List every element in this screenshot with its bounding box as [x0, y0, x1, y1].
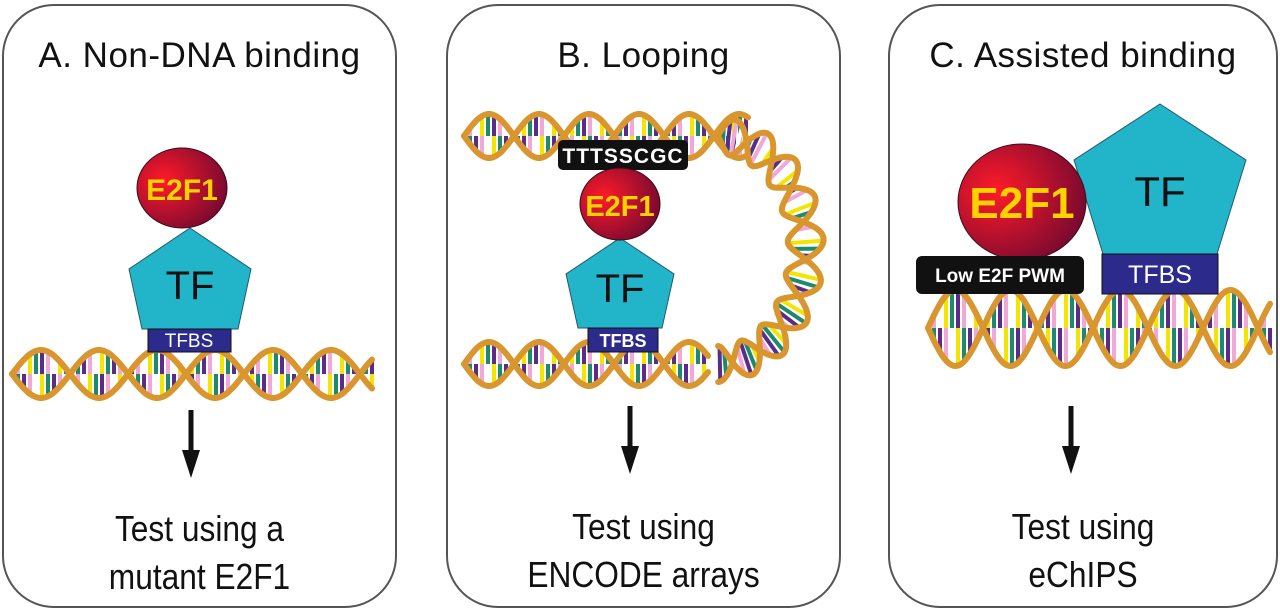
- e2f1-label: E2F1: [146, 174, 218, 207]
- pwm-box: [916, 256, 1084, 294]
- base-pair: [738, 340, 754, 376]
- base-pair: [775, 301, 808, 325]
- tfbs-label: TFBS: [600, 331, 647, 351]
- base-pair: [760, 323, 787, 354]
- panel-title: A. Non-DNA binding: [38, 36, 361, 75]
- dna-helix: [9, 347, 375, 401]
- dna-backbone: [9, 347, 375, 401]
- dna-strand: [925, 286, 1273, 370]
- base-pair: [753, 137, 774, 168]
- base-pair: [785, 275, 819, 290]
- panel-title: C. Assisted binding: [929, 36, 1237, 75]
- e2f1-label: E2F1: [585, 191, 654, 223]
- base-pair: [742, 340, 759, 372]
- tf-label: TF: [166, 264, 215, 308]
- protein-diagram: TF TFBS E2F1: [128, 147, 252, 353]
- tfbs-box: [1101, 253, 1219, 295]
- dna-strand: [9, 347, 375, 401]
- protein-diagram: TF TFBS E2F1 Low E2F PWM: [916, 103, 1247, 295]
- tf-label: TF: [1134, 168, 1185, 215]
- motif-label: TTTSSCGC: [562, 145, 683, 168]
- tfbs-box: [587, 327, 659, 353]
- base-pair: [768, 160, 799, 188]
- panel-title: B. Looping: [557, 36, 730, 75]
- dna-helix: [925, 286, 1273, 370]
- dna-backbone: [715, 116, 827, 379]
- motif-box: [558, 140, 688, 170]
- dna-backbone: [9, 347, 375, 401]
- footer-line-1: Test using a: [114, 508, 285, 549]
- footer-line-1: Test using: [572, 506, 715, 547]
- base-pair: [748, 132, 769, 166]
- protein-diagram: TTTSSCGC TF TFBS E2F1: [558, 140, 688, 353]
- base-pair: [728, 119, 739, 156]
- tf-label: TF: [596, 267, 645, 311]
- tfbs-label: TFBS: [1128, 261, 1192, 289]
- base-pair: [787, 238, 824, 246]
- footer-line-2: eChIPS: [1028, 554, 1138, 595]
- pwm-label: Low E2F PWM: [935, 266, 1065, 287]
- panel-b-looping: B. Looping TTTSSCGC TF TFBS E2F1 Test us…: [446, 4, 841, 608]
- down-arrow-icon: [182, 410, 200, 478]
- base-pair: [788, 231, 822, 240]
- base-pair: [783, 200, 817, 217]
- dna-backbone: [925, 286, 1273, 370]
- base-pair: [780, 193, 815, 212]
- down-arrow-icon: [1062, 406, 1080, 474]
- dna-loop-arc: [715, 116, 827, 385]
- panel-a-non-dna-binding: A. Non-DNA binding TF TFBS E2F1 Test usi…: [2, 4, 397, 608]
- dna-backbone: [461, 339, 711, 389]
- down-arrow-icon: [621, 406, 639, 474]
- e2f1-ellipse: [136, 147, 228, 229]
- e2f1-ellipse: [579, 167, 661, 241]
- base-pair: [757, 327, 781, 358]
- footer-line-2: ENCODE arrays: [527, 554, 760, 595]
- base-pair: [767, 155, 793, 182]
- dna-backbone: [461, 339, 711, 389]
- dna-backbone: [925, 286, 1273, 370]
- tfbs-label: TFBS: [165, 331, 214, 352]
- e2f1-label: E2F1: [969, 179, 1074, 228]
- dna-backbone: [715, 129, 824, 385]
- base-pair: [724, 120, 733, 154]
- footer-line-1: Test using: [1011, 506, 1155, 547]
- base-pair: [785, 269, 822, 282]
- footer-line-2: mutant E2F1: [108, 556, 291, 597]
- panel-c-assisted-binding: C. Assisted binding TF TFBS E2F1 Low E2F…: [888, 4, 1278, 608]
- base-pair: [717, 346, 723, 382]
- dna-strand: [461, 339, 711, 389]
- base-pair: [779, 297, 809, 318]
- tfbs-box: [147, 328, 232, 353]
- dna-backbone: [461, 111, 751, 161]
